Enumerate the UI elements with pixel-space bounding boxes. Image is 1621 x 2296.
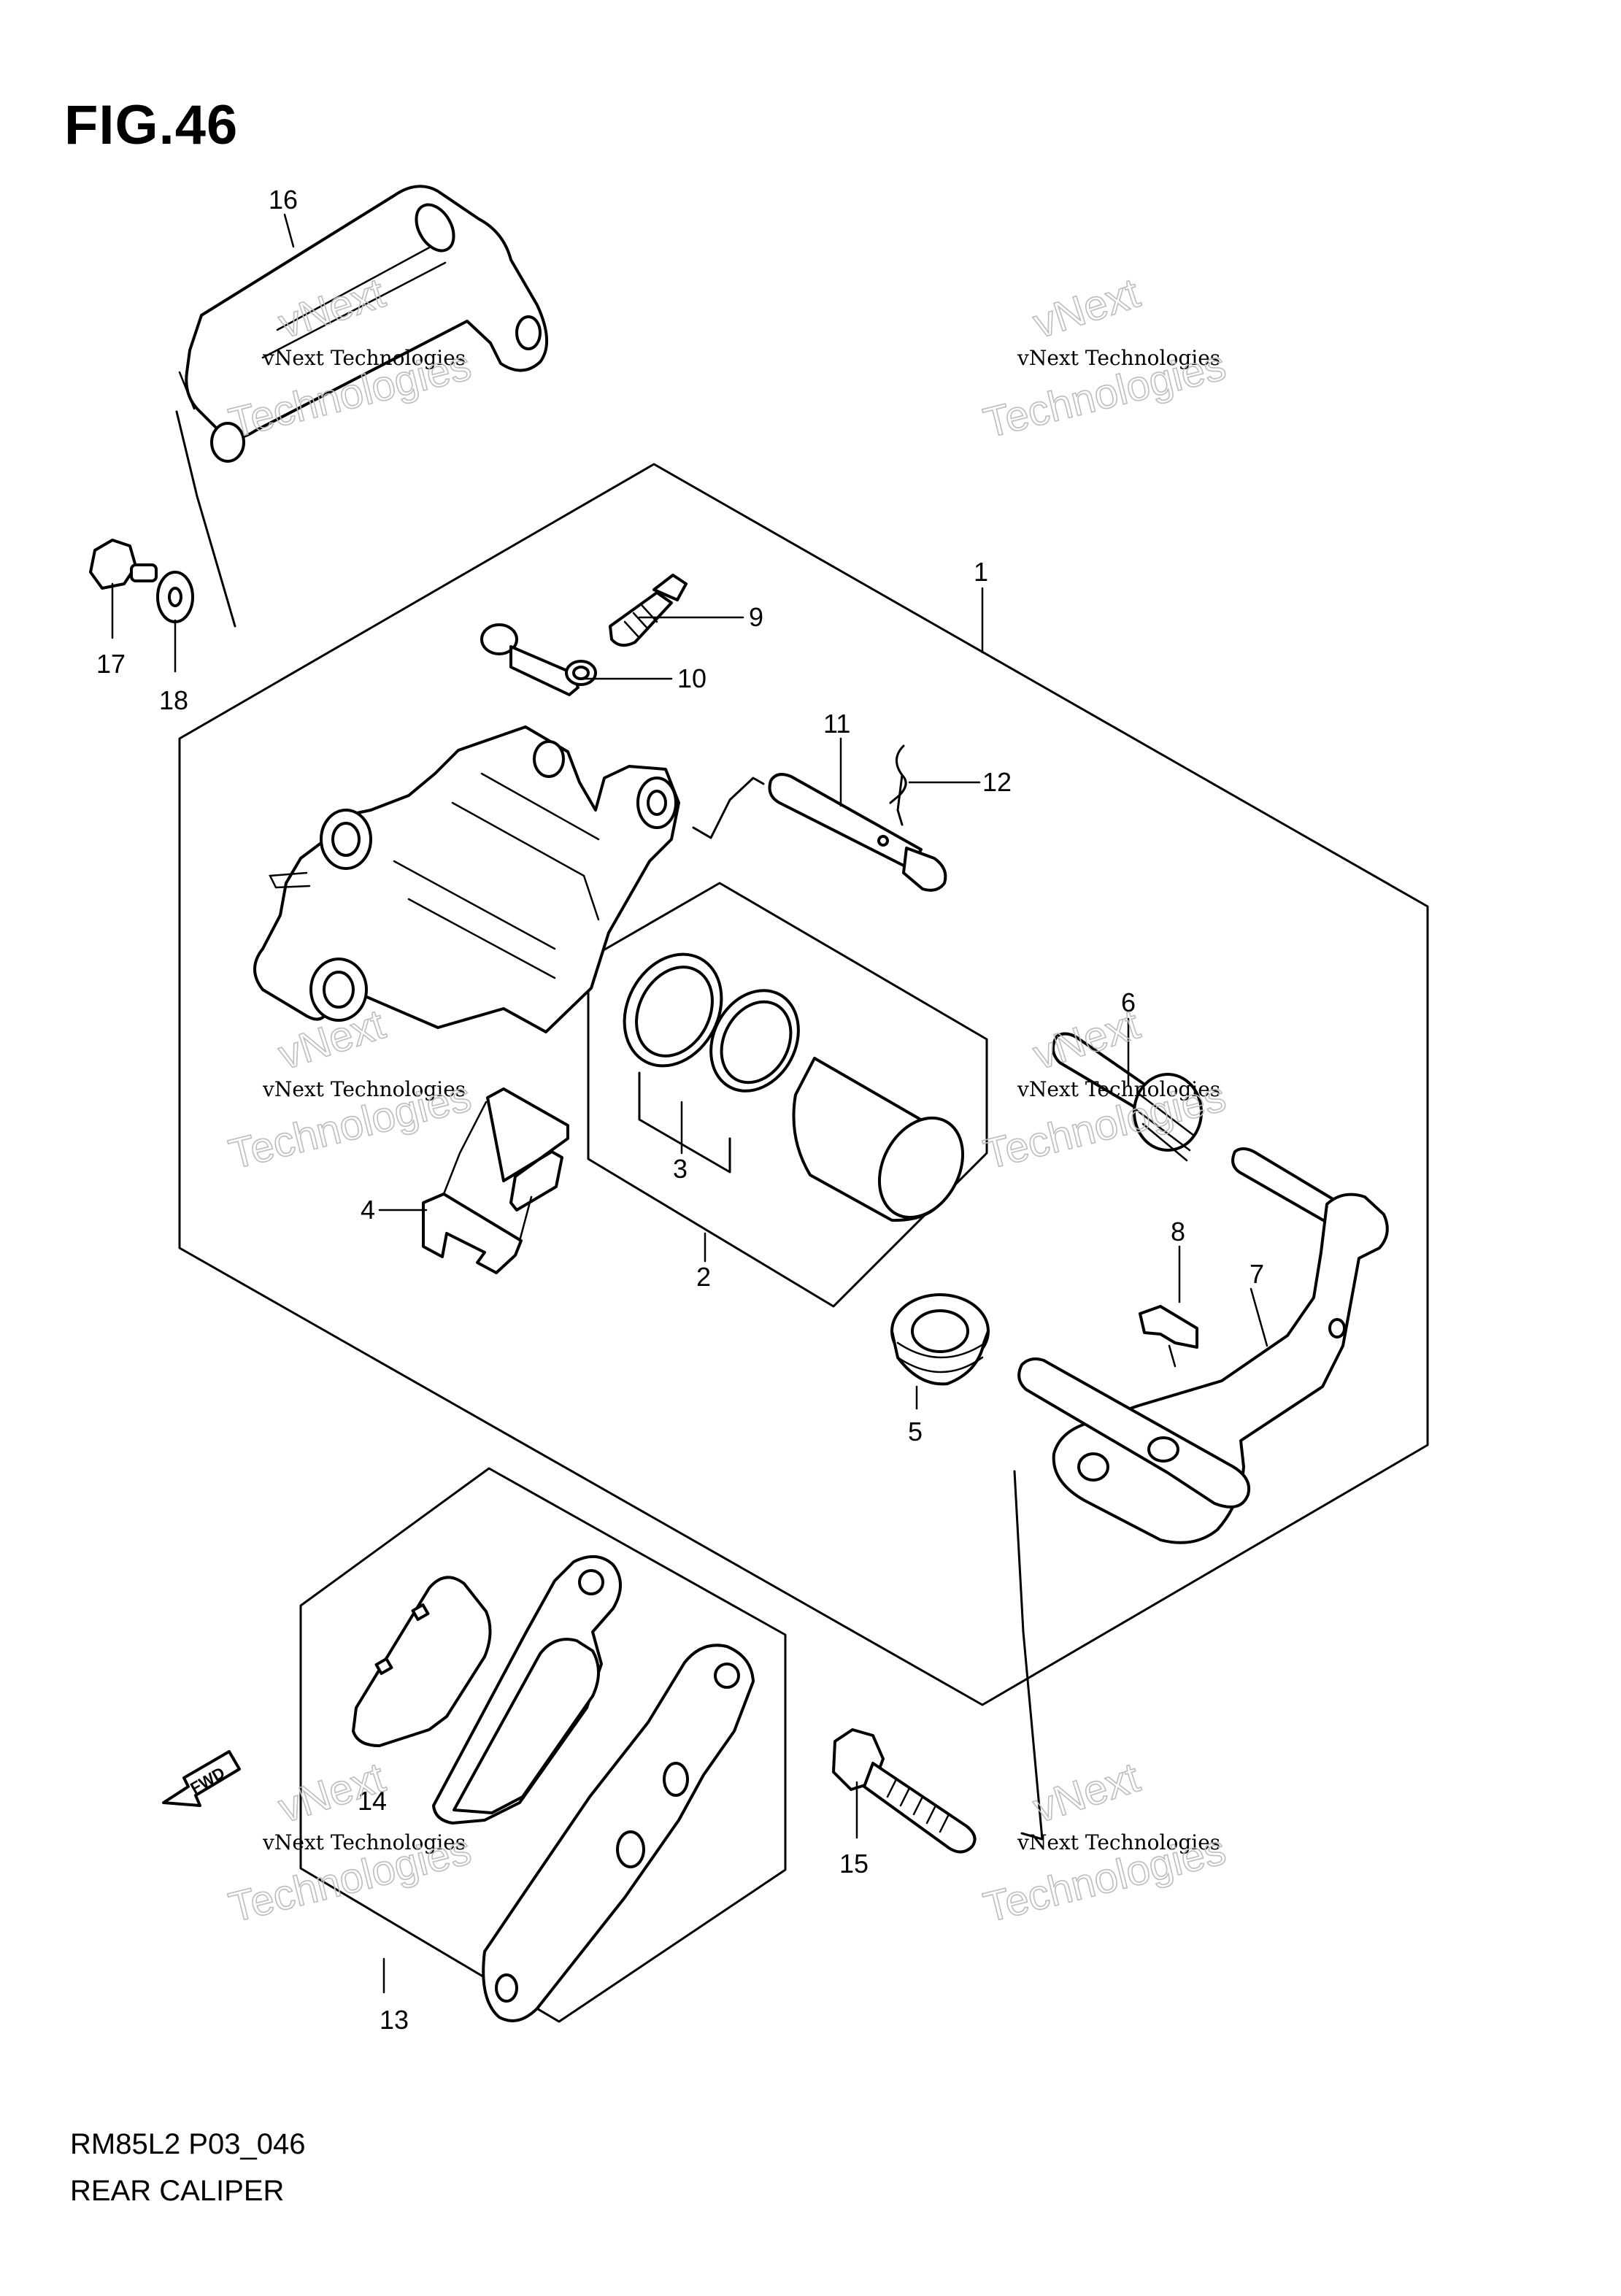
- watermark-top-text: vNext: [1028, 1754, 1145, 1833]
- brake-pad-set-outline: [299, 1467, 787, 2023]
- callout-10: 10: [677, 663, 706, 693]
- watermark-small-text: vNext Technologies: [1017, 346, 1220, 370]
- caliper-pin-leader-dash: [692, 777, 765, 839]
- watermark-small-text: vNext Technologies: [1017, 1077, 1220, 1101]
- brake-pad-outer: [432, 1555, 622, 1825]
- callout-2: 2: [696, 1262, 711, 1292]
- figure-caption: REAR CALIPER: [70, 2175, 285, 2207]
- bracket-washer: [156, 571, 194, 623]
- callout-14: 14: [358, 1786, 387, 1816]
- callout-labels: 1 2 3 4 5 6 7 8 9 10 11 12 13 14 15 16 1…: [96, 185, 1264, 2035]
- piston-set-outline: [587, 882, 988, 1308]
- slide-pin-boot: [1051, 1032, 1203, 1162]
- brake-pad-inner: [352, 1576, 492, 1747]
- mounting-bolt: [832, 1728, 977, 1854]
- watermark-small-text: vNext Technologies: [1017, 1830, 1220, 1854]
- piston-seals: [623, 952, 800, 1093]
- callout-8: 8: [1171, 1217, 1185, 1247]
- pad-pin-clip: [889, 744, 907, 826]
- bleeder-valve: [609, 574, 688, 647]
- holder-leader-dash: [1013, 1470, 1044, 1841]
- caliper-assembly-outline: [178, 463, 1429, 1706]
- callout-12: 12: [982, 767, 1012, 797]
- callout-3: 3: [673, 1154, 688, 1184]
- pad-spring: [422, 1087, 569, 1274]
- watermark-small-text: vNext Technologies: [262, 1077, 466, 1101]
- callout-16: 16: [269, 185, 298, 215]
- callout-6: 6: [1121, 987, 1136, 1017]
- callout-7: 7: [1250, 1259, 1264, 1289]
- watermark-top-text: vNext: [273, 1754, 390, 1833]
- callout-17: 17: [96, 649, 126, 679]
- pad-pin: [768, 773, 947, 892]
- model-code: RM85L2 P03_046: [70, 2128, 306, 2160]
- piston-boot: [890, 1293, 990, 1386]
- callout-9: 9: [749, 602, 763, 632]
- caliper-body: [253, 725, 680, 1033]
- callout-15: 15: [839, 1849, 869, 1879]
- watermark-bottom-left: vNext vNext Technologies Technologies: [224, 1753, 477, 1932]
- watermark-small-text: vNext Technologies: [262, 1830, 466, 1854]
- bracket-leader-dash: [175, 410, 236, 628]
- seal-bracket-line: [638, 1071, 731, 1174]
- bracket-bolt: [89, 539, 158, 590]
- watermark-mid-right: vNext vNext Technologies Technologies: [979, 1000, 1231, 1179]
- callout-5: 5: [908, 1417, 923, 1446]
- callout-11: 11: [823, 709, 850, 739]
- watermark-small-text: vNext Technologies: [262, 346, 466, 370]
- watermark-top-right: vNext vNext Technologies Technologies: [979, 269, 1231, 447]
- watermark-top-text: vNext: [1028, 269, 1145, 348]
- caliper-holder: [1017, 1147, 1389, 1544]
- bleeder-cap: [480, 623, 597, 696]
- callout-18: 18: [159, 685, 188, 715]
- leader-lines: [111, 213, 1268, 1994]
- retainer-clip: [1139, 1305, 1198, 1368]
- callout-4: 4: [361, 1195, 375, 1225]
- figure-title: FIG.46: [64, 94, 239, 156]
- pad-shim: [482, 1644, 755, 2022]
- caliper-bracket: [178, 185, 548, 463]
- caliper-piston: [792, 1057, 965, 1222]
- watermark-bottom-right: vNext vNext Technologies Technologies: [979, 1753, 1231, 1932]
- callout-13: 13: [380, 2005, 409, 2035]
- fwd-arrow-icon: FWD: [162, 1750, 241, 1807]
- callout-1: 1: [974, 557, 988, 587]
